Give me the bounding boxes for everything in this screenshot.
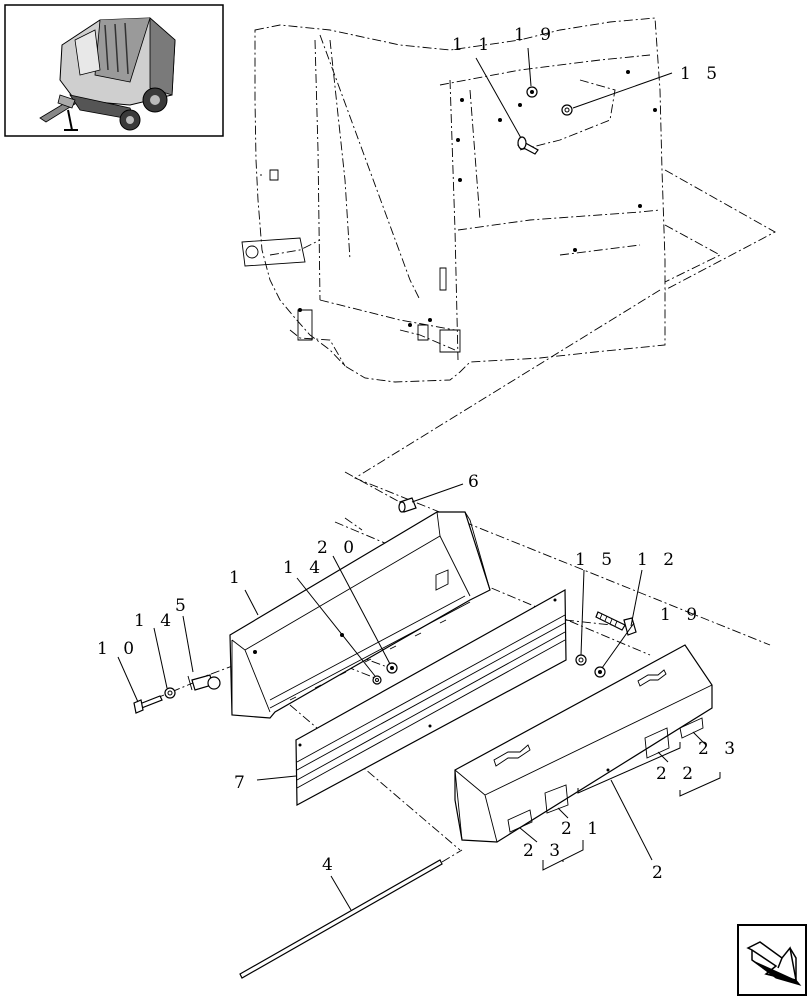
callout-10: 1 0 bbox=[97, 639, 139, 659]
nut-19-upper bbox=[526, 86, 538, 98]
bolt-10 bbox=[133, 695, 163, 714]
spacer-6 bbox=[398, 497, 417, 513]
washer-14-left bbox=[164, 687, 176, 699]
callout-22: 2 2 bbox=[656, 764, 698, 784]
callout-19-right: 1 9 bbox=[660, 605, 702, 625]
callout-6: 6 bbox=[468, 472, 484, 492]
leader-lines bbox=[117, 47, 721, 911]
callout-23-right: 2 3 bbox=[698, 739, 740, 759]
callout-23-left: 2 3 bbox=[523, 841, 565, 861]
washer-15-upper bbox=[561, 104, 573, 116]
callout-7: 7 bbox=[234, 773, 250, 793]
handle-upper-left bbox=[493, 744, 531, 767]
callout-2: 2 bbox=[652, 863, 668, 883]
washer-15-right bbox=[575, 654, 587, 666]
callout-14-left: 1 4 bbox=[134, 611, 176, 631]
callout-20: 2 0 bbox=[317, 538, 359, 558]
cover-2 bbox=[454, 644, 713, 843]
callout-labels: 1 1 1 9 1 5 6 2 0 1 4 1 5 1 4 1 0 7 1 5 … bbox=[97, 25, 740, 883]
nut-20 bbox=[386, 662, 398, 674]
next-page-arrow-icon[interactable] bbox=[737, 924, 807, 996]
washer-14-shield bbox=[372, 675, 382, 685]
callout-12: 1 2 bbox=[637, 550, 679, 570]
callout-11: 1 1 bbox=[452, 35, 494, 55]
latch-5 bbox=[187, 674, 221, 691]
decal-22 bbox=[644, 727, 670, 759]
decal-21 bbox=[544, 784, 569, 814]
callout-4: 4 bbox=[322, 855, 338, 875]
callout-1: 1 bbox=[229, 568, 245, 588]
callout-15-right: 1 5 bbox=[575, 550, 617, 570]
nut-19-right bbox=[594, 666, 606, 678]
callout-19-upper: 1 9 bbox=[514, 25, 556, 45]
callout-14-shield: 1 4 bbox=[283, 558, 325, 578]
baler-thumbnail-image bbox=[39, 17, 176, 131]
handle-upper-right bbox=[637, 669, 667, 687]
callout-21: 2 1 bbox=[561, 819, 603, 839]
plate-7 bbox=[295, 588, 567, 806]
rod-4 bbox=[239, 849, 463, 979]
callout-5: 5 bbox=[175, 596, 191, 616]
decal-23-left bbox=[507, 809, 533, 833]
bolt-11-upper bbox=[517, 136, 539, 155]
shield-1 bbox=[229, 511, 491, 719]
baler-body-phantom bbox=[241, 17, 776, 383]
bolt-12 bbox=[595, 611, 637, 636]
baler-thumbnail bbox=[4, 4, 224, 137]
callout-15-upper: 1 5 bbox=[680, 64, 722, 84]
decal-23-right bbox=[679, 717, 704, 739]
